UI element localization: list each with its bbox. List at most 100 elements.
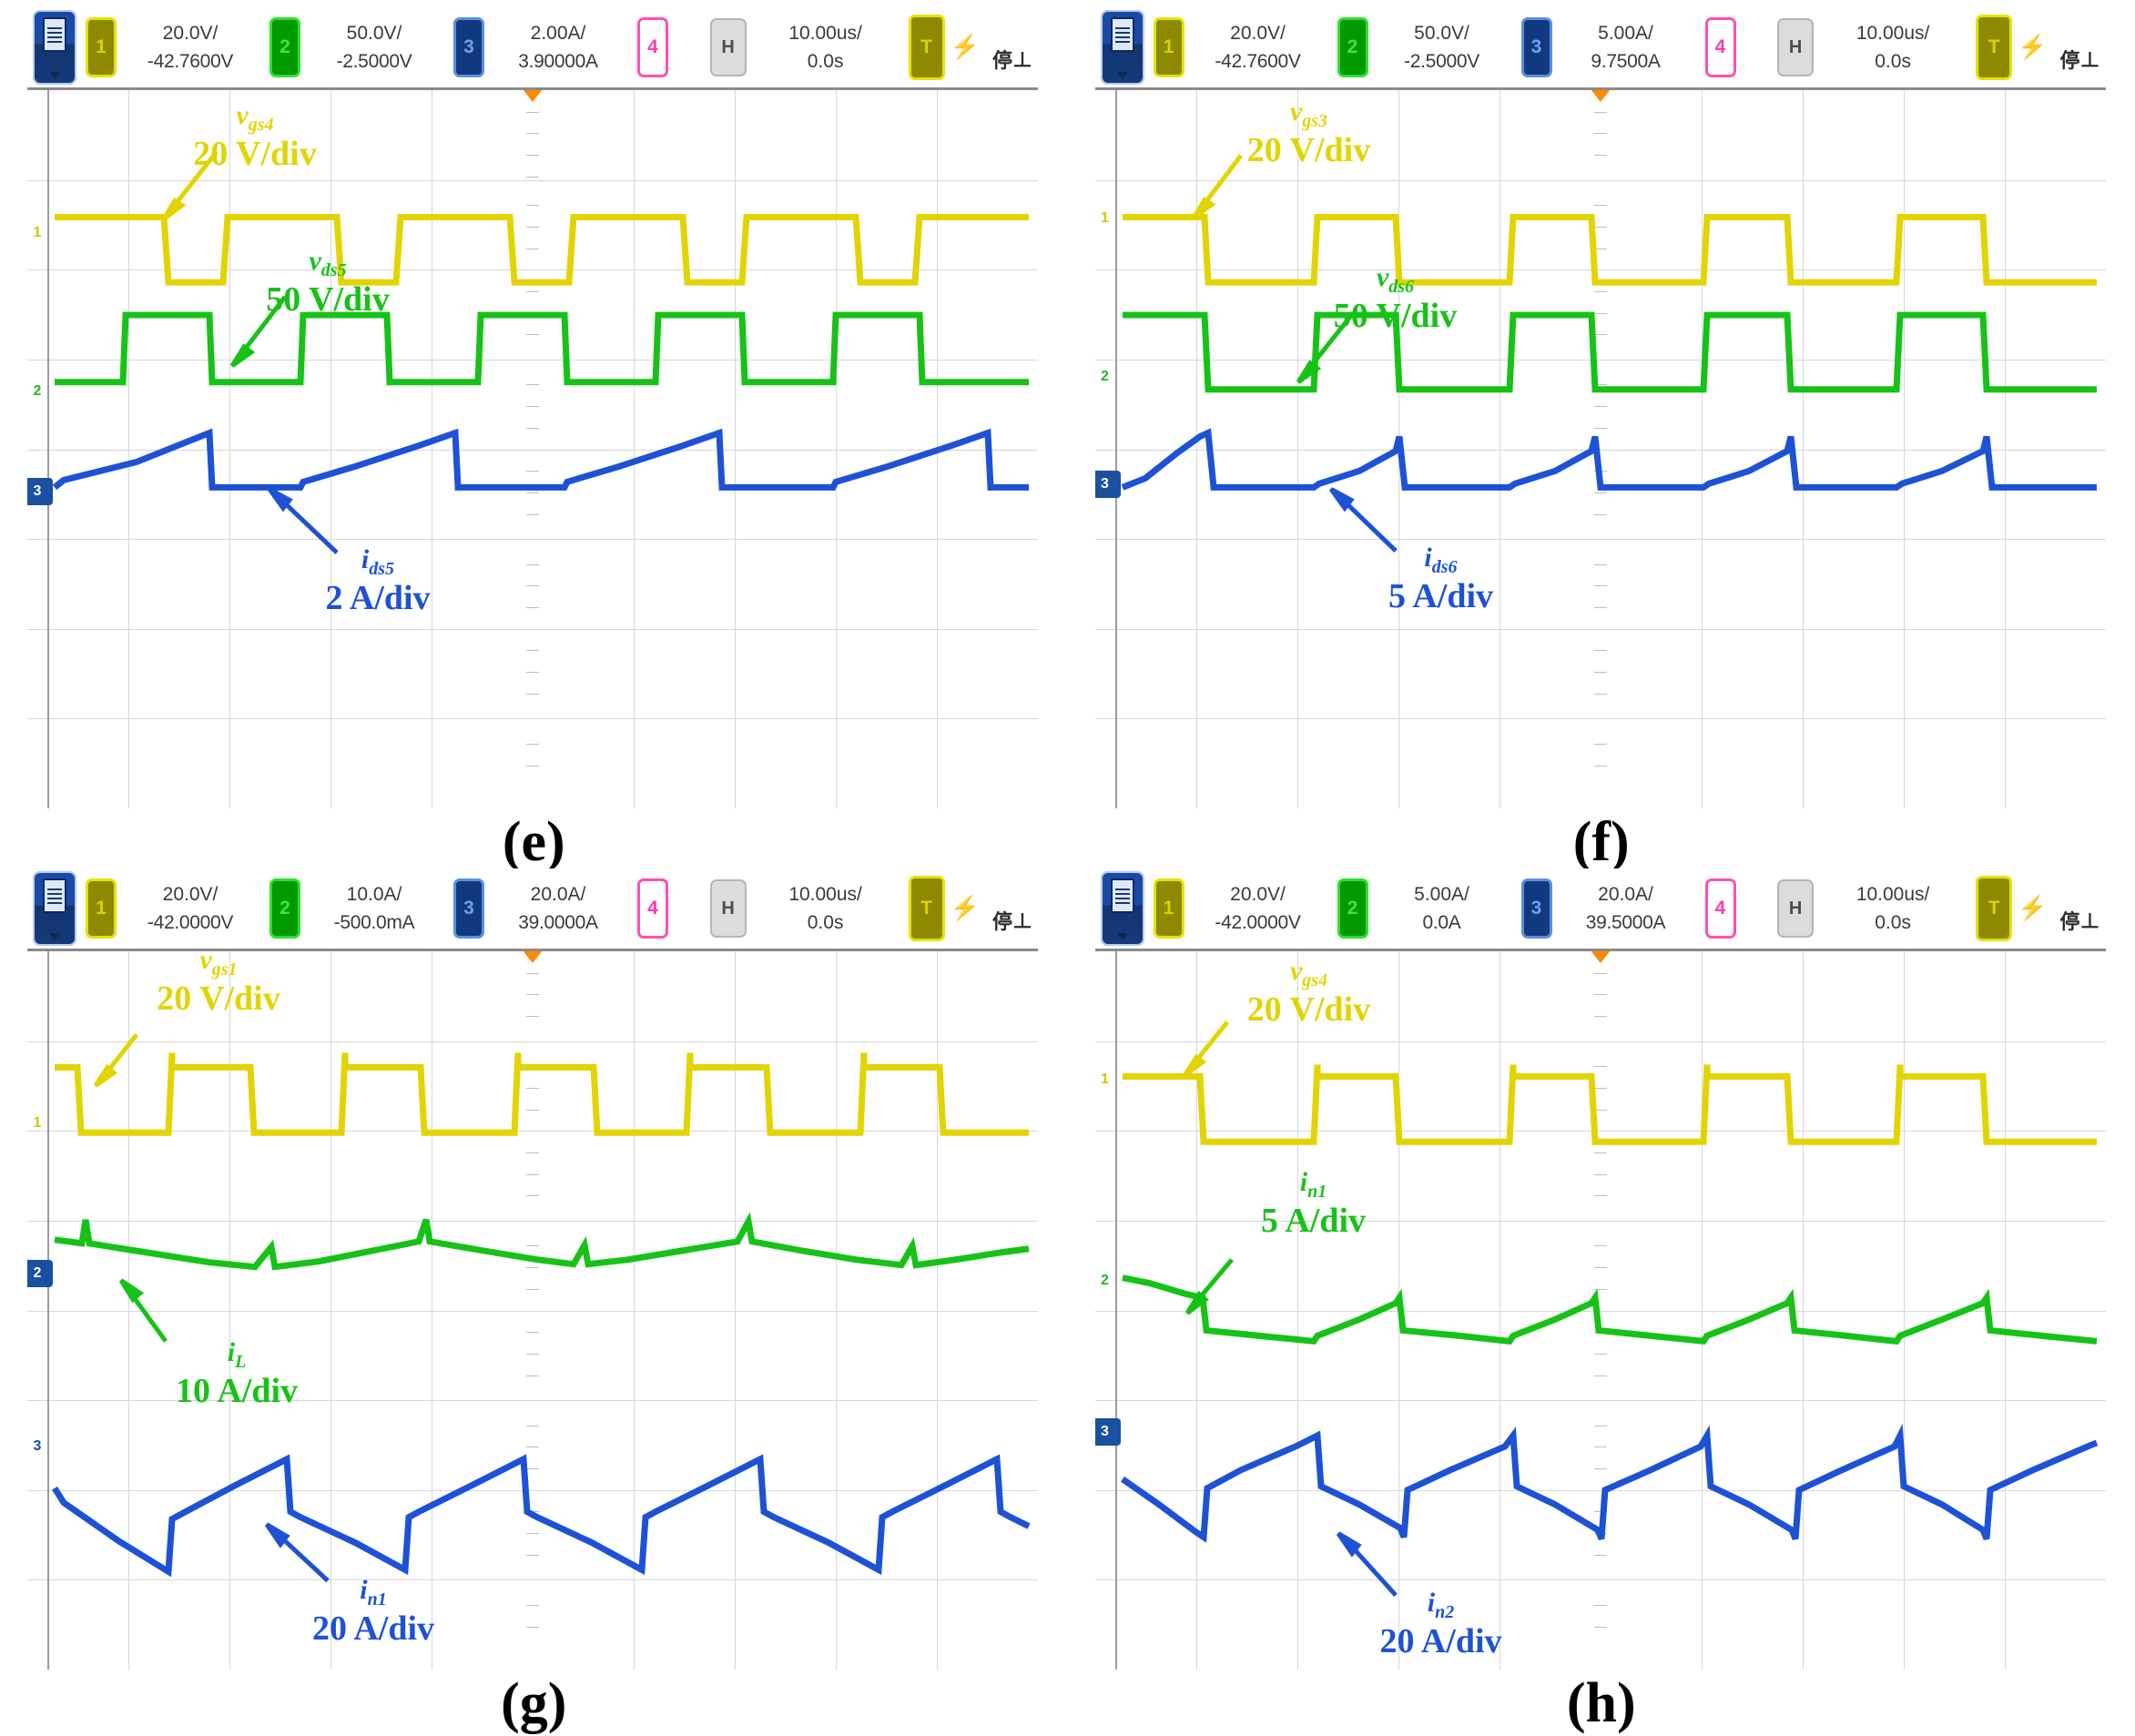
waveform-traces-e (27, 90, 1038, 808)
channel-1-offset: -42.0000V (1215, 909, 1300, 938)
trace-ch3-in2 (1123, 1436, 2097, 1539)
timebase-values: 10.00us/ 0.0s (1825, 880, 1961, 938)
channel-1-badge[interactable]: 1 (86, 878, 117, 939)
channel-1-values: 20.0V/ -42.7600V (1190, 19, 1327, 76)
channel-3-offset: 9.7500A (1591, 47, 1660, 76)
channel-2-badge[interactable]: 2 (269, 878, 300, 939)
timebase-values: 10.00us/ 0.0s (757, 19, 894, 76)
scope-header-e: 1 20.0V/ -42.7600V 2 50.0V/ -2.5000V 3 2… (27, 7, 1038, 87)
trigger-group: T ⚡ (905, 876, 980, 941)
channel-2-badge[interactable]: 2 (269, 17, 300, 77)
channel-1-badge[interactable]: 1 (1154, 878, 1184, 939)
horizontal-badge[interactable]: H (710, 18, 747, 76)
channel-2-scale: 50.0V/ (1414, 19, 1469, 48)
timebase-scale: 10.00us/ (788, 19, 862, 48)
run-status: 停⊥ (992, 45, 1032, 74)
channel-1-scale: 20.0V/ (1230, 19, 1286, 48)
channel-2-offset: -2.5000V (337, 47, 412, 76)
scope-header-h: 1 20.0V/ -42.0000V 2 5.00A/ 0.0A 3 20.0A… (1095, 868, 2106, 949)
channel-2-badge[interactable]: 2 (1337, 17, 1368, 77)
menu-icon[interactable] (1101, 10, 1144, 85)
panel-h: 1 20.0V/ -42.0000V 2 5.00A/ 0.0A 3 20.0A… (1068, 861, 2135, 1722)
channel-1-scale: 20.0V/ (163, 19, 219, 48)
channel-2-values: 10.0A/ -500.0mA (306, 880, 442, 938)
annotation-arrow-ch1 (1194, 156, 1241, 218)
annotation-arrow-ch2 (232, 297, 285, 366)
channel-1-values: 20.0V/ -42.0000V (122, 880, 259, 938)
waveform-traces-f (1095, 90, 2106, 808)
trace-ch2-in1 (1123, 1278, 2097, 1342)
waveform-plot-g[interactable]: 1 2 3 (27, 949, 1038, 1670)
trace-ch3-in1 (55, 1459, 1029, 1572)
chevron-down-icon (1117, 933, 1128, 940)
trigger-badge[interactable]: T (1976, 15, 2012, 80)
oscilloscope-screen-e: 1 20.0V/ -42.7600V 2 50.0V/ -2.5000V 3 2… (27, 7, 1038, 808)
annotation-arrow-ch3 (267, 1525, 328, 1581)
channel-3-badge[interactable]: 3 (1521, 17, 1552, 77)
scope-header-f: 1 20.0V/ -42.7600V 2 50.0V/ -2.5000V 3 5… (1095, 7, 2106, 87)
channel-1-badge[interactable]: 1 (86, 17, 117, 77)
channel-3-scale: 20.0A/ (531, 880, 586, 909)
channel-3-badge[interactable]: 3 (453, 878, 484, 939)
annotation-arrow-ch2 (1187, 1260, 1232, 1314)
channel-2-badge[interactable]: 2 (1337, 878, 1368, 939)
annotation-arrow-ch3 (1338, 1534, 1396, 1596)
channel-1-scale: 20.0V/ (1230, 880, 1286, 909)
menu-icon[interactable] (1101, 871, 1144, 946)
oscilloscope-screen-g: 1 20.0V/ -42.0000V 2 10.0A/ -500.0mA 3 2… (27, 868, 1038, 1670)
annotation-arrow-ch3 (269, 489, 337, 553)
channel-1-badge[interactable]: 1 (1154, 17, 1184, 77)
trigger-edge-icon: ⚡ (2018, 36, 2047, 59)
waveform-plot-e[interactable]: 1 2 3 (27, 87, 1038, 808)
timebase-scale: 10.00us/ (1856, 19, 1930, 48)
trace-ch1-vgs1 (55, 1053, 1029, 1133)
panel-label-g: (g) (0, 1671, 1068, 1736)
timebase-delay: 0.0s (1875, 47, 1911, 76)
channel-1-offset: -42.0000V (147, 909, 233, 938)
channel-3-offset: 39.5000A (1586, 909, 1666, 938)
trace-ch1-vgs3 (1123, 217, 2097, 282)
run-status: 停⊥ (2059, 45, 2099, 74)
channel-3-values: 5.00A/ 9.7500A (1558, 19, 1694, 76)
channel-3-values: 20.0A/ 39.0000A (490, 880, 626, 938)
channel-4-badge[interactable]: 4 (1705, 17, 1736, 77)
waveform-plot-f[interactable]: 1 2 3 (1095, 87, 2106, 808)
scope-header-g: 1 20.0V/ -42.0000V 2 10.0A/ -500.0mA 3 2… (27, 868, 1038, 949)
channel-3-badge[interactable]: 3 (1521, 878, 1552, 939)
channel-2-offset: -500.0mA (334, 909, 415, 938)
chevron-down-icon (49, 933, 60, 940)
timebase-delay: 0.0s (808, 909, 844, 938)
trace-ch1-vgs4 (1123, 1065, 2097, 1142)
menu-icon[interactable] (33, 871, 76, 946)
horizontal-badge[interactable]: H (710, 879, 747, 938)
channel-1-values: 20.0V/ -42.7600V (122, 19, 259, 76)
run-status: 停⊥ (992, 906, 1032, 935)
trigger-badge[interactable]: T (909, 15, 945, 80)
trace-ch2-iL (55, 1220, 1029, 1267)
trigger-edge-icon: ⚡ (2018, 897, 2047, 920)
channel-3-scale: 2.00A/ (531, 19, 586, 48)
horizontal-badge[interactable]: H (1777, 879, 1814, 938)
menu-doc-glyph (43, 17, 66, 52)
channel-4-badge[interactable]: 4 (637, 878, 668, 939)
annotation-arrow-ch2 (121, 1281, 166, 1342)
panel-label-h: (h) (1068, 1671, 2135, 1736)
timebase-delay: 0.0s (808, 47, 844, 76)
channel-4-badge[interactable]: 4 (637, 17, 668, 77)
channel-2-values: 50.0V/ -2.5000V (306, 19, 442, 76)
channel-4-badge[interactable]: 4 (1705, 878, 1736, 939)
trigger-badge[interactable]: T (1976, 876, 2012, 941)
channel-3-scale: 20.0A/ (1598, 880, 1653, 909)
channel-3-badge[interactable]: 3 (453, 17, 484, 77)
channel-2-scale: 50.0V/ (347, 19, 402, 48)
trigger-badge[interactable]: T (909, 876, 945, 941)
annotation-arrow-ch1 (96, 1035, 137, 1086)
channel-1-offset: -42.7600V (147, 47, 233, 76)
waveform-plot-h[interactable]: 1 2 3 (1095, 949, 2106, 1670)
horizontal-badge[interactable]: H (1777, 18, 1814, 76)
channel-3-offset: 39.0000A (518, 909, 598, 938)
waveform-traces-h (1095, 951, 2106, 1670)
menu-icon[interactable] (33, 10, 76, 85)
trigger-group: T ⚡ (905, 15, 980, 80)
